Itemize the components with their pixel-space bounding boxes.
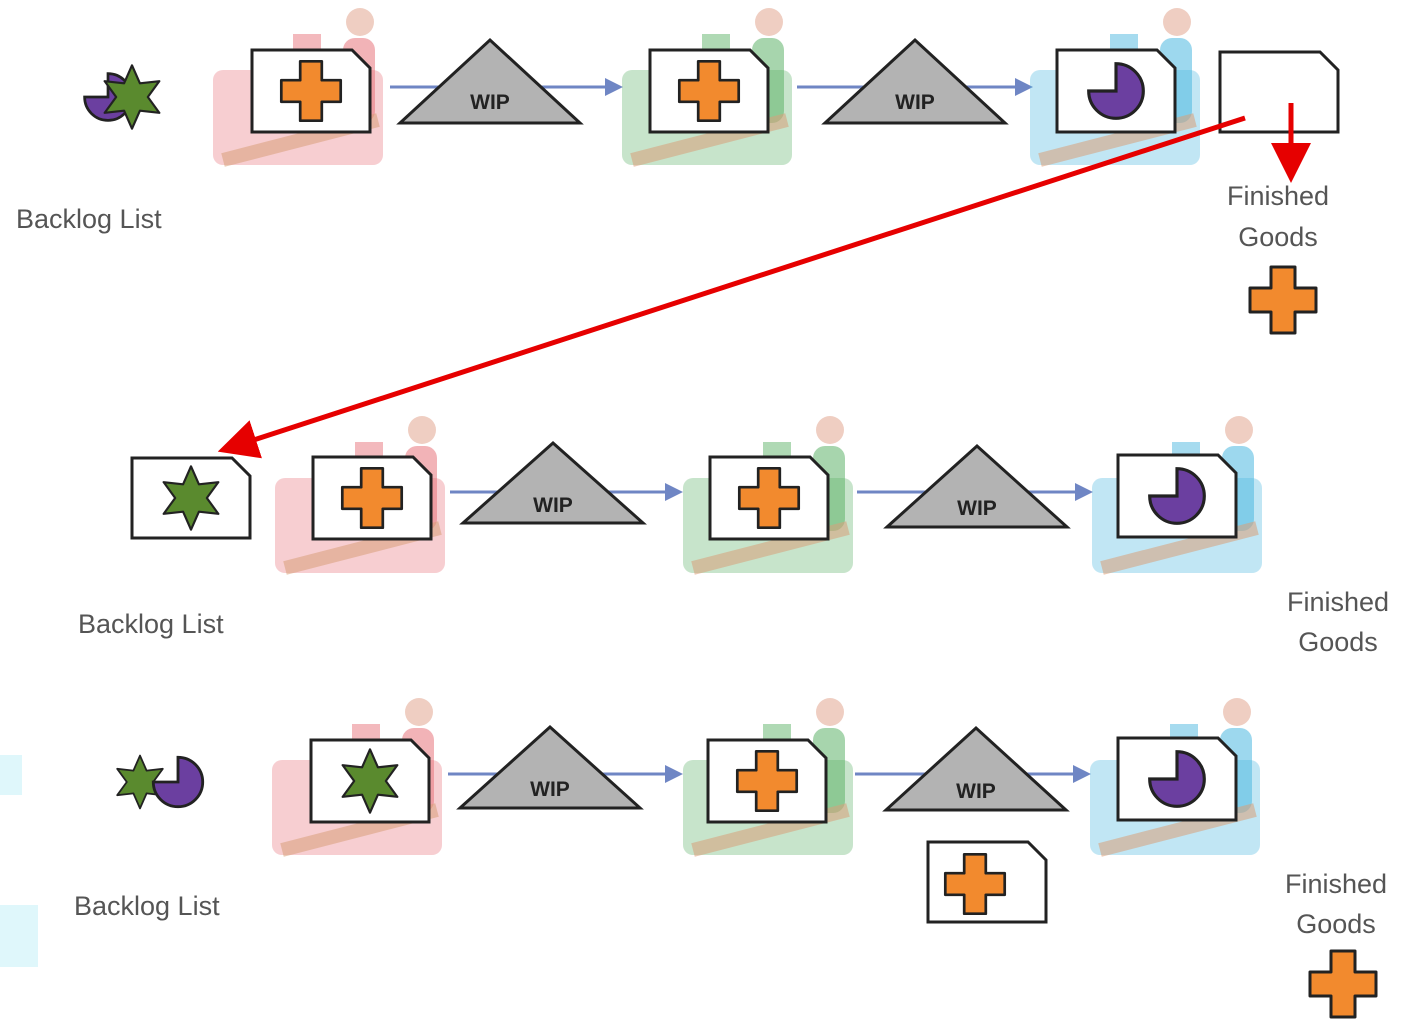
wip-buffer-2: WIP bbox=[883, 443, 1071, 529]
wip-buffer-2: WIP bbox=[821, 37, 1009, 125]
row-3: Backlog List WIP bbox=[74, 698, 1387, 1019]
backlog-label: Backlog List bbox=[78, 609, 224, 639]
finished-cross-icon bbox=[1308, 949, 1378, 1019]
finished-empty-card bbox=[1218, 50, 1340, 134]
backlog-items bbox=[116, 754, 205, 810]
card-star-icon bbox=[341, 748, 399, 814]
finished-label-line1: Finished bbox=[1287, 587, 1389, 617]
side-block-bottom bbox=[0, 905, 38, 967]
finished-label-line2: Goods bbox=[1238, 222, 1318, 252]
station-2-card bbox=[708, 455, 830, 541]
card-cross-icon bbox=[943, 852, 1007, 916]
card-cross-icon bbox=[737, 466, 801, 530]
card-pac-icon bbox=[1148, 467, 1206, 525]
card-cross-icon bbox=[735, 749, 799, 813]
card-pac-icon bbox=[1148, 750, 1206, 808]
card-cross-icon bbox=[340, 466, 404, 530]
finished-label-line2: Goods bbox=[1296, 909, 1376, 939]
finished-label-line1: Finished bbox=[1227, 181, 1329, 211]
backlog-pac-icon bbox=[151, 755, 205, 809]
side-block-top bbox=[0, 755, 22, 795]
station-3-card bbox=[1116, 453, 1238, 539]
card-cross-icon bbox=[677, 59, 741, 123]
station-2-card bbox=[648, 48, 770, 134]
red-arrow-feedback bbox=[217, 115, 1246, 459]
card-pac-icon bbox=[1087, 62, 1145, 120]
finished-label-line1: Finished bbox=[1285, 869, 1387, 899]
backlog-label: Backlog List bbox=[16, 204, 162, 234]
finished-label-line2: Goods bbox=[1298, 627, 1378, 657]
row-2: Backlog List WIP bbox=[78, 416, 1389, 657]
card-cross-icon bbox=[279, 59, 343, 123]
station-3-card bbox=[1116, 736, 1238, 822]
row-1: Backlog List WIP bbox=[16, 8, 1340, 335]
wip-label: WIP bbox=[957, 497, 997, 520]
wip-label: WIP bbox=[533, 494, 573, 517]
backlog-items bbox=[83, 64, 161, 130]
finished-cross-icon bbox=[1248, 265, 1318, 335]
station-1-card bbox=[250, 48, 372, 134]
wip-buffer-1: WIP bbox=[459, 440, 647, 525]
station-2-card bbox=[706, 738, 828, 824]
backlog-star-partial-icon bbox=[116, 754, 164, 810]
wip-label: WIP bbox=[470, 91, 510, 114]
wip-label: WIP bbox=[530, 778, 570, 801]
wip-label: WIP bbox=[956, 780, 996, 803]
wip-buffer-1: WIP bbox=[456, 724, 644, 810]
backlog-card bbox=[130, 456, 252, 540]
station-3-card bbox=[1055, 48, 1177, 134]
wip-queued-card bbox=[926, 840, 1048, 924]
backlog-label: Backlog List bbox=[74, 891, 220, 921]
backlog-star-icon bbox=[103, 64, 161, 130]
station-1-card bbox=[309, 738, 431, 824]
wip-buffer-1: WIP bbox=[396, 37, 584, 125]
wip-label: WIP bbox=[895, 91, 935, 114]
backlog-star-icon bbox=[162, 465, 220, 531]
station-1-card bbox=[311, 455, 433, 541]
wip-buffer-2: WIP bbox=[882, 725, 1070, 812]
